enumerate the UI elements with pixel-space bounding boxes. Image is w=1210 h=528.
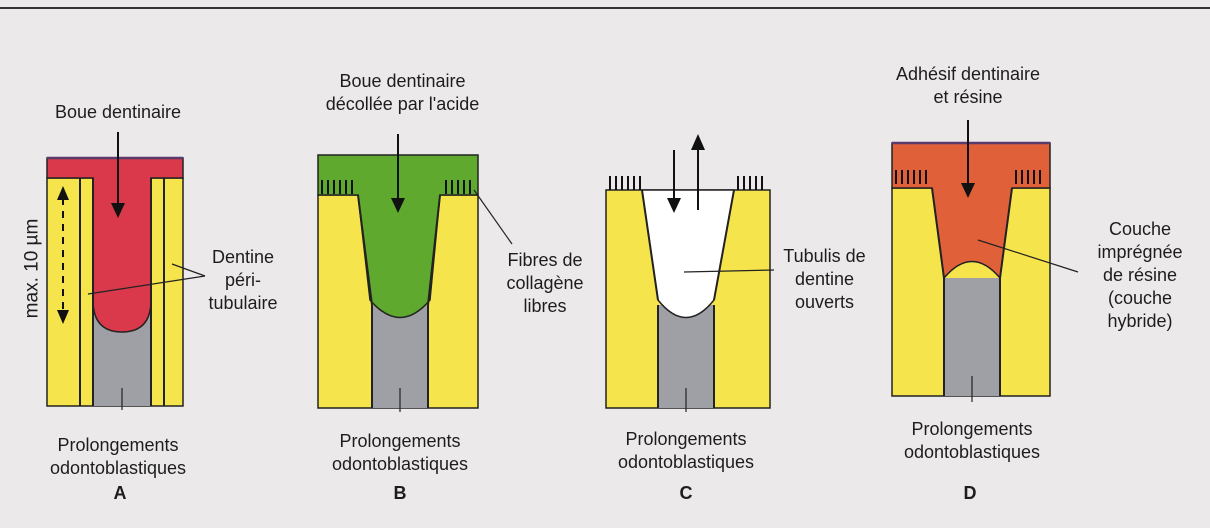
panel-c-pointer-tubule: [683, 269, 775, 273]
panel-a-scale-down-head: [57, 310, 69, 324]
panel-b: [317, 134, 513, 412]
panel-b-wall-left-outer: [357, 194, 373, 306]
panel-a-bottom-label: Prolongements odontoblastiques: [49, 435, 187, 478]
panel-d: [891, 120, 1079, 402]
panel-c: [605, 134, 775, 412]
panel-b-pointer-fibers: [473, 189, 513, 245]
panel-c-collagen-fibers: [609, 176, 763, 190]
panel-a-top-label: Boue dentinaire: [54, 102, 182, 122]
panel-d-top-label: Adhésif dentinaire et résine: [895, 64, 1041, 107]
panel-a-pointer-peritubular-1: [87, 275, 206, 295]
panel-c-open-tubule: [641, 189, 735, 319]
panel-d-letter: D: [963, 483, 977, 503]
panel-d-wall-left-outer: [931, 187, 945, 279]
panel-a-arrow-down-head: [111, 203, 125, 218]
panel-b-arrow-down-head: [391, 198, 405, 213]
panel-c-wall-left-outer: [641, 189, 659, 301]
panel-c-arrow-down-head: [667, 198, 681, 213]
panel-b-collagen-fibers: [321, 180, 471, 194]
panel-d-collagen-fibers: [895, 170, 1041, 184]
panel-d-wall-right-outer: [999, 187, 1013, 279]
panel-a-letter: A: [113, 483, 127, 503]
panel-c-wall-right-outer: [713, 189, 735, 301]
panel-a-pointer-peritubular-2: [171, 263, 206, 277]
panel-c-bottom-label: Prolongements odontoblastiques: [617, 429, 755, 472]
panel-a-scale-up-head: [57, 186, 69, 200]
panel-b-top-label: Boue dentinaire décollée par l'acide: [325, 71, 480, 114]
panel-a-side-label: Dentine péri- tubulaire: [208, 247, 278, 313]
panel-b-bottom-label: Prolongements odontoblastiques: [331, 431, 469, 474]
panel-d-pointer-hybrid: [977, 239, 1079, 273]
panel-c-letter: C: [679, 483, 693, 503]
panel-b-side-label: Fibres de collagène libres: [506, 250, 584, 316]
scale-label: max. 10 µm: [21, 218, 43, 319]
panel-c-side-label: Tubulis de dentine ouverts: [783, 246, 866, 312]
panel-c-arrow-up-head: [691, 134, 705, 150]
panel-d-side-label: Couche imprégnée de résine (couche hybri…: [1097, 219, 1183, 331]
panel-b-letter: B: [393, 483, 407, 503]
panel-b-wall-right-outer: [427, 194, 441, 306]
panel-d-arrow-down-head: [961, 183, 975, 198]
panel-a: [46, 132, 206, 410]
panel-d-bottom-label: Prolongements odontoblastiques: [903, 419, 1041, 462]
